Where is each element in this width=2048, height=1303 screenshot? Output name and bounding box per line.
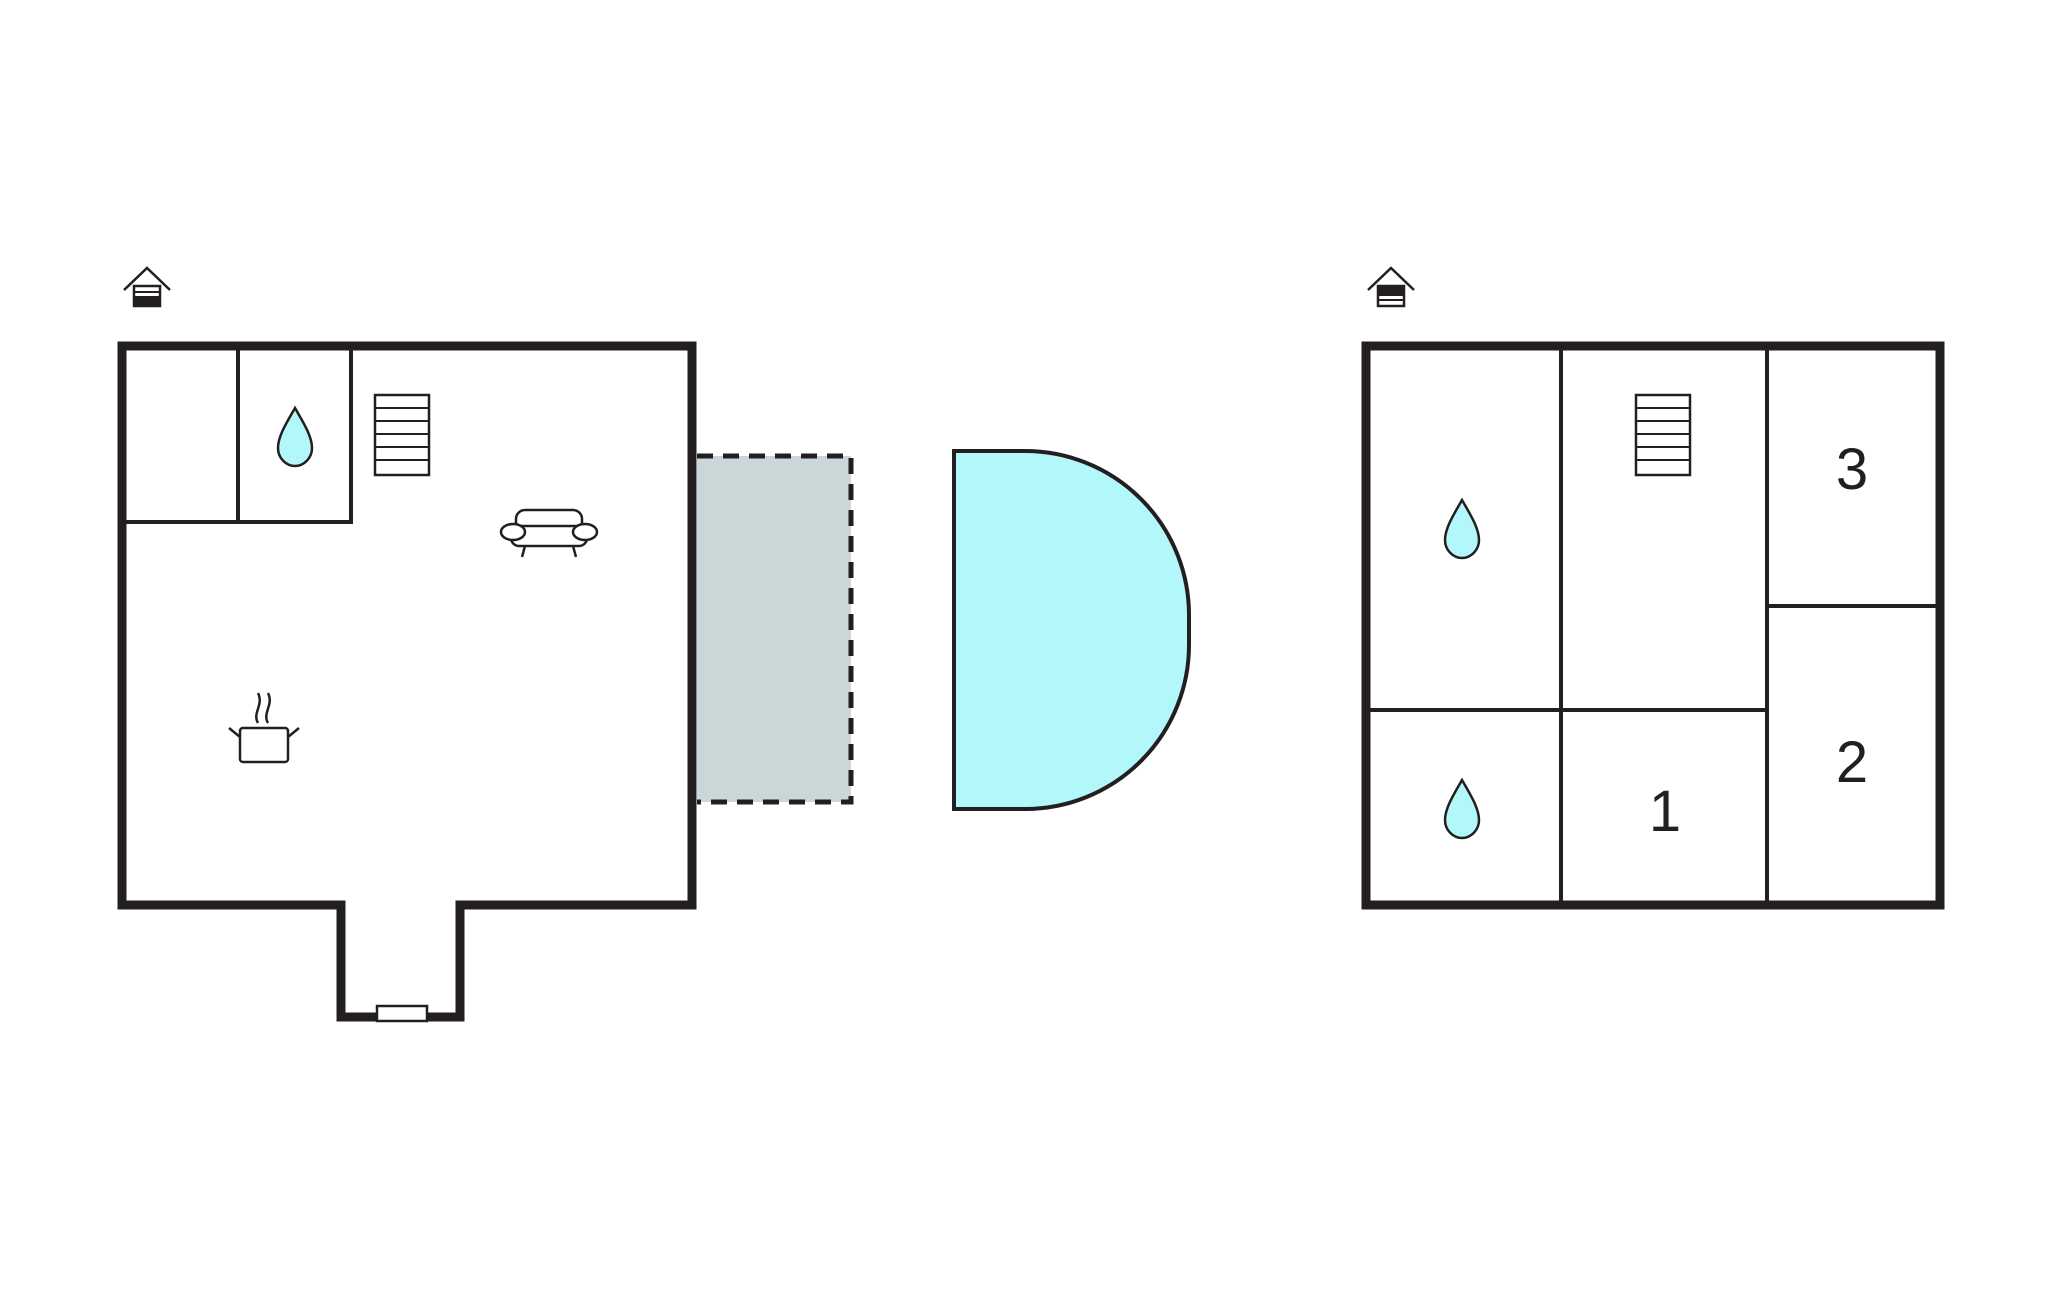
house-upper-floor-icon (1367, 266, 1415, 308)
doormat-icon (375, 1004, 429, 1023)
sofa-icon (499, 508, 599, 558)
bedroom-number-1: 1 (1649, 779, 1681, 844)
house-lower-floor-icon (123, 266, 171, 308)
water-drop-icon (276, 406, 314, 468)
staircase-icon (1634, 393, 1692, 477)
water-drop-icon (1443, 778, 1481, 840)
upper-floor-outer-walls (1361, 341, 1945, 910)
ground-floor (117, 266, 697, 1023)
bedroom-number-3: 3 (1836, 437, 1868, 502)
pool-shape (952, 449, 1191, 811)
bedroom-number-2: 2 (1836, 730, 1868, 795)
water-drop-icon (1443, 498, 1481, 560)
cooking-pot-icon (228, 692, 300, 764)
staircase-icon (373, 393, 431, 477)
upper-floor: 1 2 3 (1361, 266, 1945, 910)
terrace-area (697, 453, 854, 805)
ground-floor-outer-walls (117, 341, 697, 1022)
